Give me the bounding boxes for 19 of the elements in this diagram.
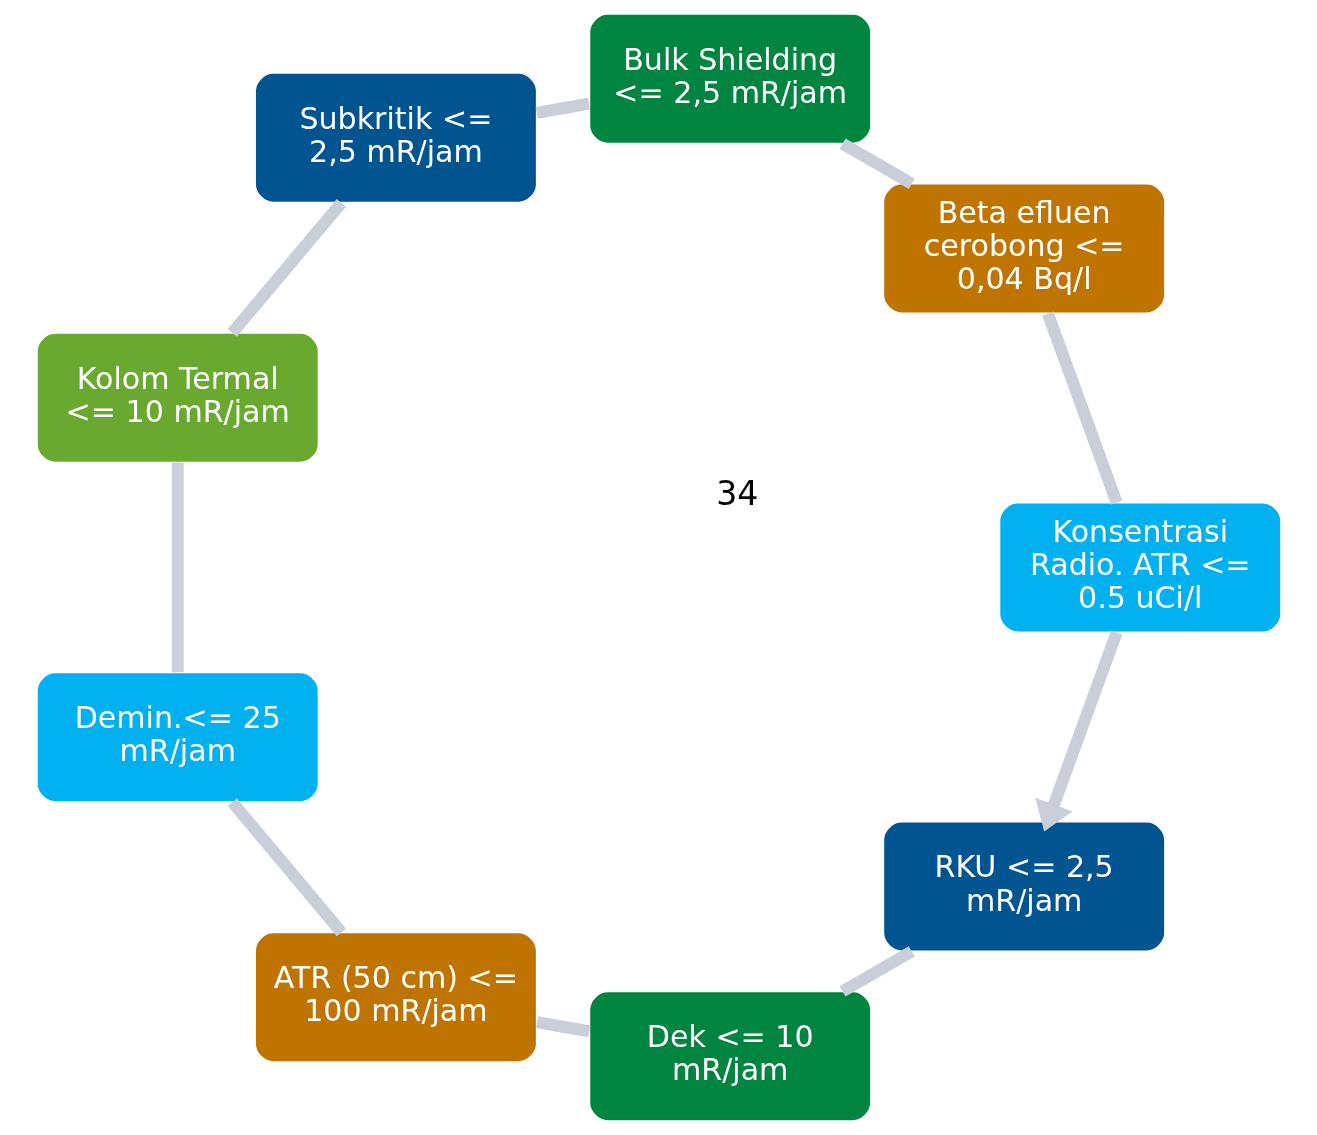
arrow bbox=[1034, 630, 1122, 832]
node-box: Dek <= 10 mR/jam bbox=[588, 990, 872, 1122]
node-box: Subkritik <= 2,5 mR/jam bbox=[253, 72, 537, 204]
label: 34 bbox=[715, 474, 758, 514]
node-box: Bulk Shielding <= 2,5 mR/jam bbox=[588, 13, 872, 145]
connector bbox=[535, 97, 590, 119]
connector bbox=[227, 198, 346, 337]
node-box: Beta efluen cerobong <= 0,04 Bq/l bbox=[882, 183, 1166, 314]
connector bbox=[839, 138, 915, 189]
connector bbox=[171, 462, 184, 673]
node-box: RKU <= 2,5 mR/jam bbox=[882, 821, 1166, 952]
connector bbox=[1041, 311, 1122, 505]
node-box: ATR (50 cm) <= 100 mR/jam bbox=[253, 931, 537, 1063]
connector bbox=[535, 1016, 590, 1038]
node-box: Kolom Termal <= 10 mR/jam bbox=[35, 332, 319, 464]
node-box: Demin.<= 25 mR/jam bbox=[35, 671, 319, 803]
connector bbox=[227, 798, 346, 937]
node-box: Konsentrasi Radio. ATR <= 0.5 uCi/l bbox=[998, 502, 1282, 633]
connector bbox=[839, 946, 915, 997]
